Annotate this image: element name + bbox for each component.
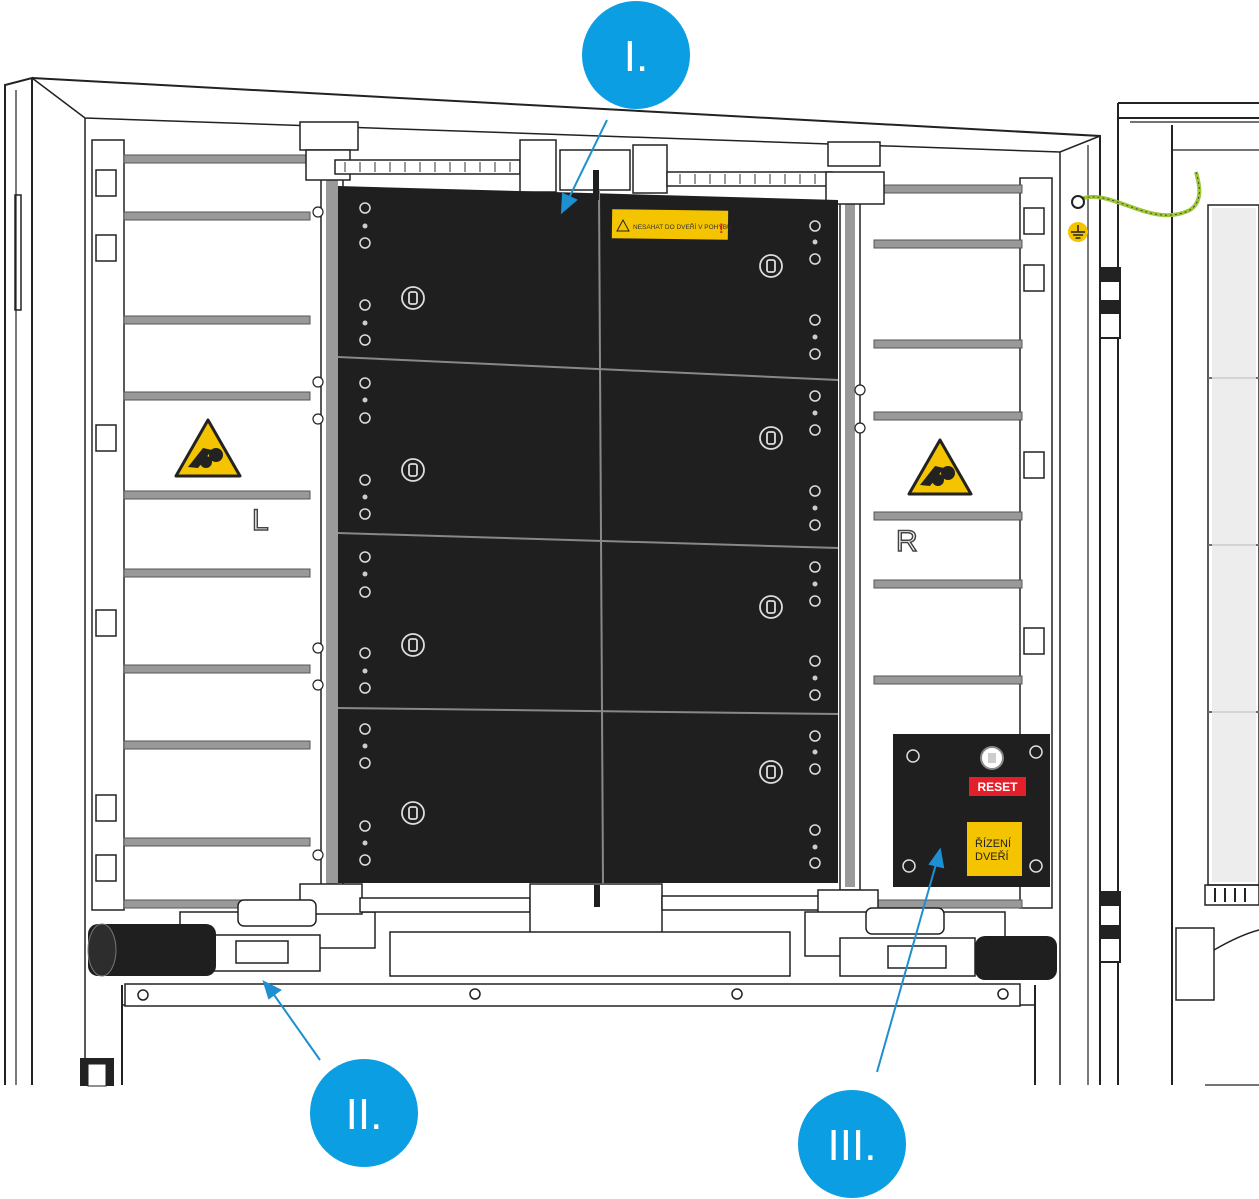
warning-sticker-mark: ! xyxy=(719,220,724,236)
bottom-drive xyxy=(179,883,1006,977)
mounting-bar xyxy=(124,983,1021,1007)
warning-sticker-text: NESAHAT DO DVEŘÍ V POHYBU xyxy=(633,222,732,231)
callout-bubble-2: II. xyxy=(310,1059,418,1167)
hand-crush-warning-icon xyxy=(174,418,242,478)
door-control-label-2: DVEŘÍ xyxy=(975,850,1010,863)
door-panels xyxy=(337,170,839,907)
left-side-label: L xyxy=(252,504,269,537)
door-control-label-1: ŘÍZENÍ xyxy=(975,837,1012,850)
callout-bubble-1: I. xyxy=(582,1,690,109)
left-motor xyxy=(88,924,216,976)
hinge-icon xyxy=(1099,267,1121,963)
right-motor xyxy=(975,936,1057,980)
left-rail-assembly xyxy=(91,139,311,911)
right-side-label: R xyxy=(896,525,918,558)
ground-symbol-icon xyxy=(1068,222,1088,242)
top-rack xyxy=(299,121,885,205)
ground-wire xyxy=(1077,171,1202,218)
screw-icon xyxy=(401,254,783,825)
hand-crush-warning-icon xyxy=(907,438,973,496)
reset-button[interactable] xyxy=(969,777,1026,796)
door-control-button[interactable] xyxy=(967,822,1022,876)
door-control-box: RESET ŘÍZENÍ DVEŘÍ xyxy=(893,734,1050,887)
callout-arrows xyxy=(262,119,945,1073)
callout-2-label: II. xyxy=(346,1090,383,1139)
reset-label: RESET xyxy=(977,780,1018,794)
callout-bubble-3: III. xyxy=(798,1090,906,1198)
callout-3-label: III. xyxy=(828,1121,877,1170)
warning-sticker: NESAHAT DO DVEŘÍ V POHYBU ! xyxy=(611,209,732,240)
callout-1-label: I. xyxy=(624,32,648,81)
